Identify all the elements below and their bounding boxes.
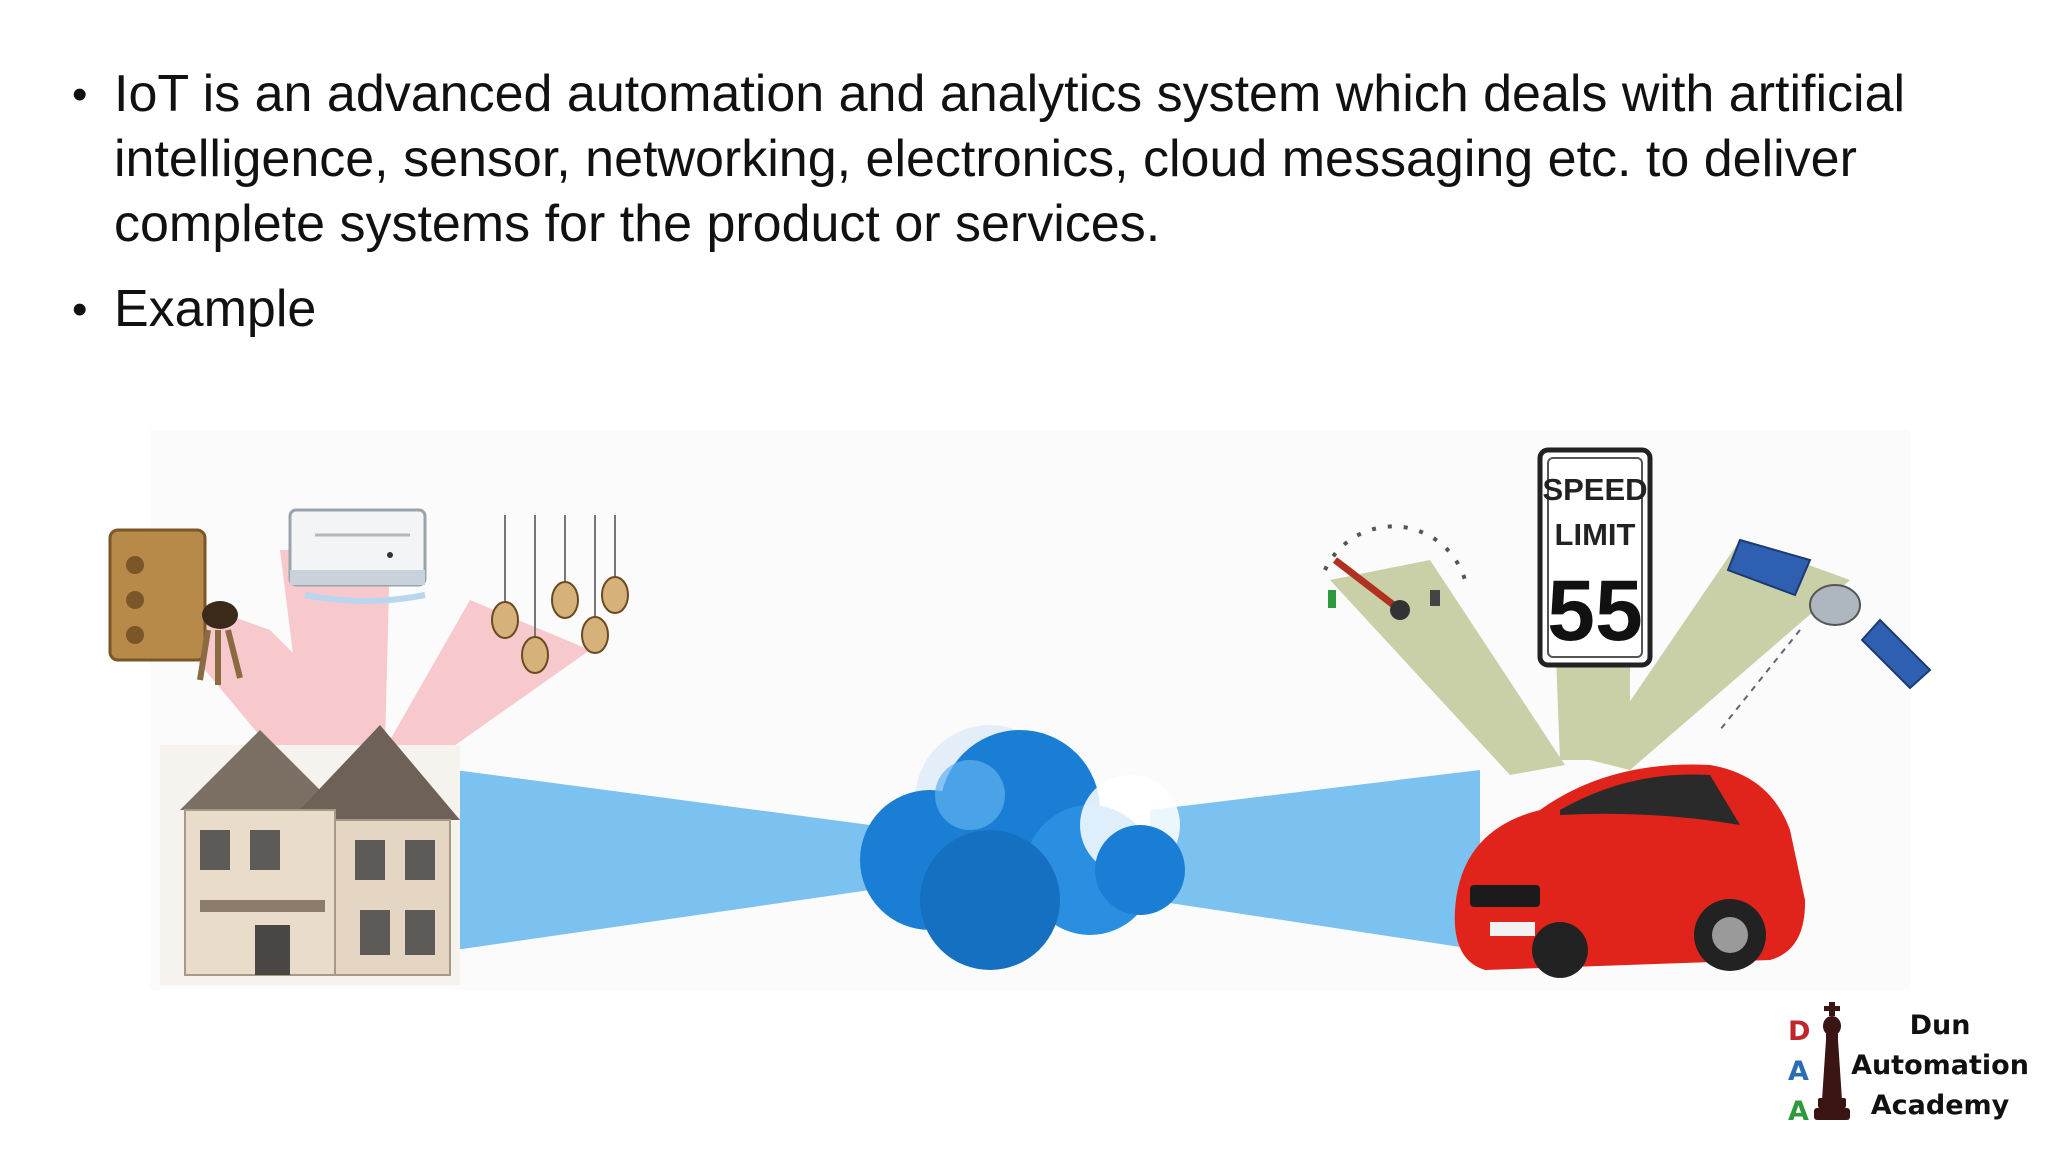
bullet-dot: •: [72, 70, 88, 119]
cloud-icon: [860, 725, 1185, 970]
sign-limit-text: LIMIT: [1555, 517, 1636, 552]
chess-king-icon: [1814, 1002, 1850, 1120]
logo-letter-d: D: [1788, 1016, 1811, 1047]
car-beam-satellite: [1590, 540, 1850, 770]
company-logo: D A A Dun Automation Academy: [1780, 1000, 2030, 1135]
bullet-list: • IoT is an advanced automation and anal…: [70, 62, 1970, 362]
bullet-dot: •: [72, 285, 88, 334]
door-lock-icon: [108, 528, 243, 685]
iot-example-illustration: SPEED LIMIT 55: [108, 430, 1932, 990]
cloud-car-link-beam: [1150, 770, 1480, 950]
car-beam-gauge: [1330, 560, 1565, 775]
satellite-icon: [1719, 538, 1932, 731]
air-conditioner-icon: [288, 508, 427, 604]
logo-letters: D A A: [1788, 1012, 1810, 1132]
house-icon: [160, 725, 460, 985]
bullet-item: • Example: [70, 277, 1970, 342]
bullet-text-iot-definition: IoT is an advanced automation and analyt…: [114, 65, 1906, 253]
speed-limit-sign-icon: SPEED LIMIT 55: [1537, 447, 1653, 668]
logo-letter-a1: A: [1788, 1056, 1809, 1087]
car-icon: [1454, 764, 1806, 978]
sign-number-text: 55: [1547, 563, 1643, 659]
light-bulbs-icon: [491, 515, 629, 674]
fuel-gauge-icon: [1323, 524, 1467, 620]
sign-speed-text: SPEED: [1542, 472, 1647, 507]
bullet-item: • IoT is an advanced automation and anal…: [70, 62, 1970, 257]
logo-name: Dun Automation Academy: [1850, 1006, 2030, 1126]
logo-name-line-1: Dun: [1909, 1010, 1971, 1041]
bullet-text-example: Example: [114, 280, 317, 338]
logo-letter-a2: A: [1788, 1096, 1809, 1127]
house-cloud-link-beam: [455, 770, 870, 950]
logo-name-line-2: Automation: [1851, 1050, 2029, 1081]
logo-name-line-3: Academy: [1870, 1090, 2010, 1121]
